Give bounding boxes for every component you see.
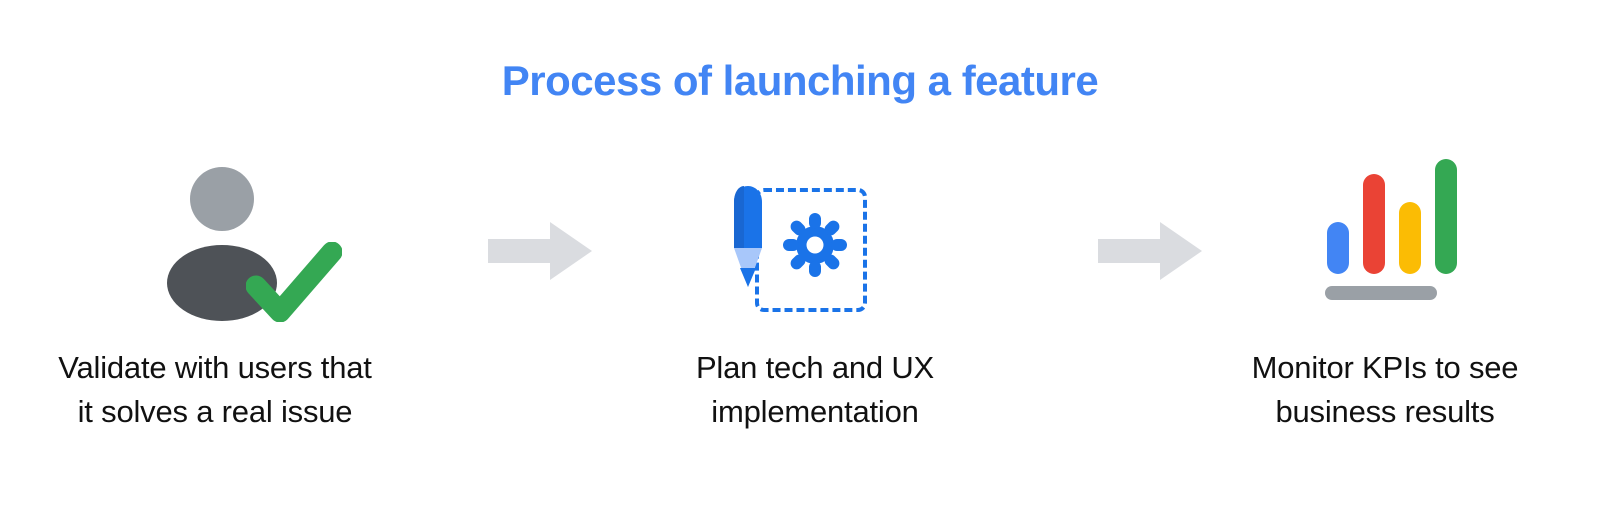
arrow-right-icon-1	[488, 222, 592, 280]
step-1-caption-line-1: Validate with users that	[58, 350, 372, 385]
check-mark-icon	[246, 242, 342, 322]
chart-bar-3	[1399, 202, 1421, 274]
step-3: Monitor KPIs to see business results	[1170, 150, 1600, 429]
step-3-caption-line-1: Monitor KPIs to see	[1251, 350, 1519, 385]
step-1: Validate with users that it solves a rea…	[0, 150, 430, 429]
chart-bar-1	[1327, 222, 1349, 274]
person-head-icon	[190, 167, 254, 231]
step-2-icon-area	[600, 150, 1030, 325]
step-1-caption: Validate with users that it solves a rea…	[0, 346, 430, 434]
pencil-icon	[734, 186, 762, 287]
chart-bar-4	[1435, 159, 1457, 274]
chart-baseline	[1325, 286, 1437, 300]
step-3-icon-area	[1170, 150, 1600, 325]
step-3-caption: Monitor KPIs to see business results	[1170, 346, 1600, 434]
bar-chart-icon	[1315, 159, 1470, 310]
page-title: Process of launching a feature	[501, 57, 1099, 104]
arrow-right-icon-2	[1098, 222, 1202, 280]
chart-bar-2	[1363, 174, 1385, 274]
step-2-caption: Plan tech and UX implementation	[600, 346, 1030, 434]
step-3-caption-line-2: business results	[1275, 394, 1495, 430]
step-2-caption-line-2: implementation	[711, 394, 919, 430]
gear-icon	[783, 213, 847, 277]
step-1-caption-line-2: it solves a real issue	[77, 394, 353, 430]
step-1-icon-area	[0, 150, 430, 325]
step-2: Plan tech and UX implementation	[600, 150, 1030, 429]
step-2-caption-line-1: Plan tech and UX	[695, 350, 935, 385]
